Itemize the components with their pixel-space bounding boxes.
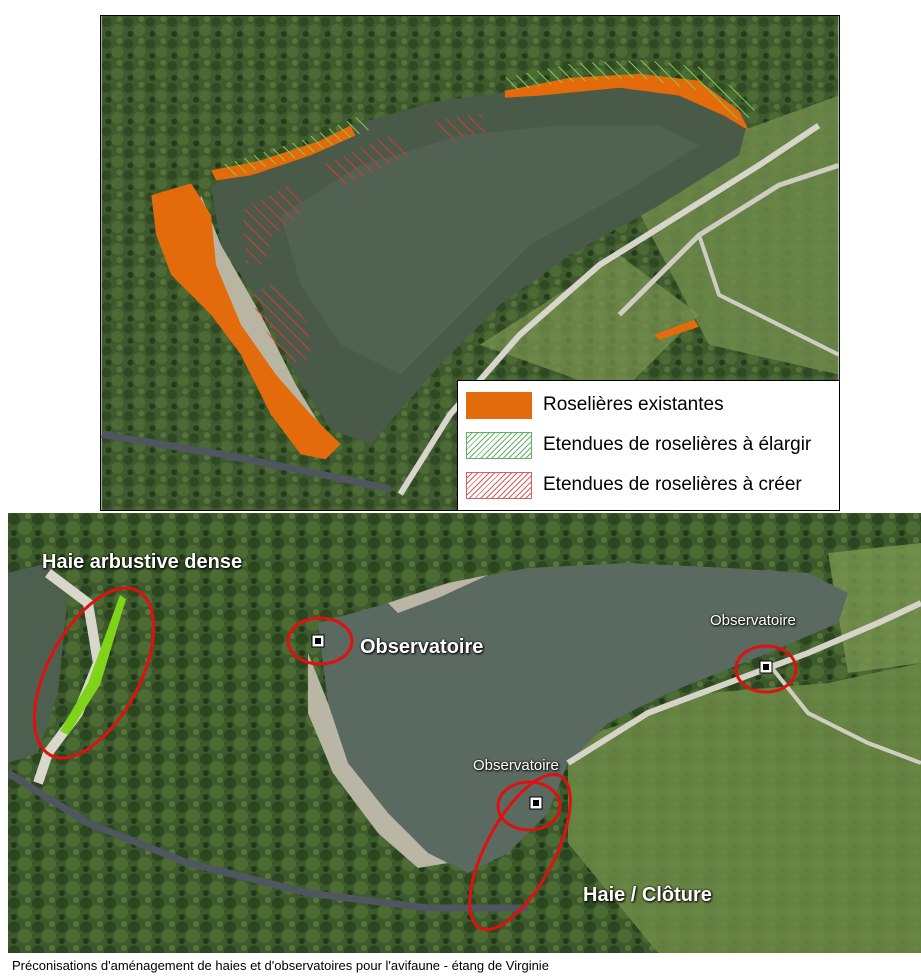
footpath	[397, 123, 821, 496]
observatory-icon	[759, 660, 773, 674]
legend-label: Etendues de roselières à élargir	[543, 434, 812, 455]
legend-item-widen: Etendues de roselières à élargir	[466, 425, 832, 465]
observatory-icon	[529, 796, 543, 810]
pond-water-light	[280, 125, 700, 375]
pond-water	[318, 563, 848, 873]
meadow	[828, 543, 921, 673]
water	[8, 563, 68, 763]
hedge-zone-ellipse	[32, 586, 156, 760]
legend-label: Etendues de roselières à créer	[543, 474, 802, 495]
legend-swatch-orange	[466, 391, 532, 419]
observatory-ellipse	[734, 644, 798, 694]
top-aerial-map: Roselières existantes Etendues de roseli…	[100, 15, 840, 511]
reedbed-to-create	[320, 135, 413, 188]
observatory-ellipse	[286, 616, 354, 666]
top-map-image	[101, 16, 839, 510]
footpath	[697, 234, 839, 357]
reedbed-to-widen	[504, 59, 759, 124]
meadow	[568, 663, 921, 953]
dense-hedge	[60, 595, 126, 735]
label-observatoire-left: Observatoire	[360, 636, 484, 658]
legend-swatch-green-hatch	[466, 431, 532, 459]
footpath	[766, 661, 921, 765]
legend-label: Roselières existantes	[543, 394, 724, 415]
road	[8, 770, 528, 912]
map-legend: Roselières existantes Etendues de roseli…	[457, 380, 839, 510]
observatory-ellipse	[496, 780, 562, 832]
reedbed-to-create	[250, 282, 311, 363]
legend-item-create: Etendues de roselières à créer	[466, 465, 832, 505]
footpath	[617, 163, 839, 317]
shore-bank	[308, 653, 448, 868]
existing-reedbed	[151, 183, 341, 460]
bottom-map-image	[8, 513, 921, 953]
road	[101, 430, 392, 493]
label-haie-arbustive-dense: Haie arbustive dense	[42, 551, 243, 573]
legend-item-existing: Roselières existantes	[466, 385, 832, 425]
legend-swatch-red-hatch	[466, 471, 532, 499]
reedbed-to-create	[242, 183, 306, 265]
label-observatoire-mid: Observatoire	[473, 757, 559, 774]
observatory-icon	[311, 634, 325, 648]
label-haie-cloture: Haie / Clôture	[583, 884, 712, 906]
figure-caption: Préconisations d'aménagement de haies et…	[12, 958, 549, 973]
bottom-aerial-map	[8, 513, 921, 953]
hedge-fence-ellipse	[468, 772, 572, 932]
shore-bank	[388, 575, 488, 613]
reedbed-to-widen	[221, 115, 376, 178]
existing-reedbed	[654, 319, 700, 340]
label-observatoire-right: Observatoire	[710, 612, 796, 629]
reedbed-to-create	[435, 113, 492, 141]
